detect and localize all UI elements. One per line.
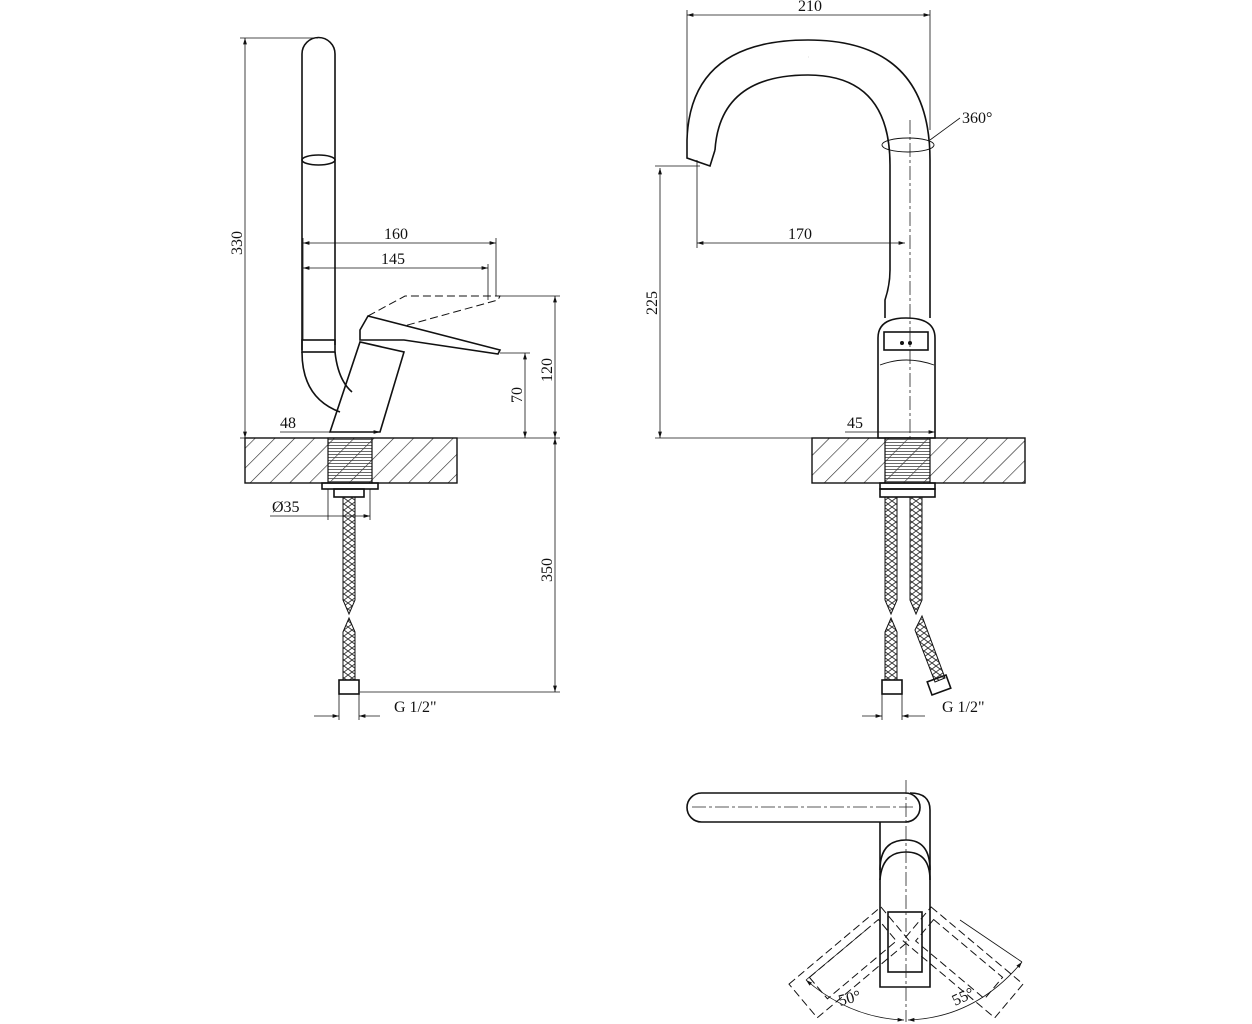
label-145: 145 xyxy=(381,251,405,268)
label-g12-side: G 1/2" xyxy=(394,699,437,716)
label-330: 330 xyxy=(229,231,246,255)
spout-top xyxy=(686,792,921,823)
mount-thread xyxy=(884,437,931,484)
label-160: 160 xyxy=(384,226,408,243)
side-view: 330 160 145 120 70 48 Ø35 350 G 1/2" xyxy=(229,36,560,720)
hose-hot xyxy=(909,496,923,616)
rotation-arrow xyxy=(881,137,935,153)
lever-top xyxy=(887,911,923,973)
hose-cold xyxy=(884,496,898,616)
spout-tube xyxy=(301,36,336,350)
hose-lower xyxy=(342,616,356,681)
mount-thread xyxy=(327,437,373,484)
label-g12-front: G 1/2" xyxy=(942,699,985,716)
front-view: 360° 210 170 225 45 G 1/2" xyxy=(644,0,1026,720)
hose-upper xyxy=(342,496,356,616)
gooseneck-spout xyxy=(686,39,931,318)
angle-arc-right xyxy=(907,961,1023,1022)
mount-nut xyxy=(321,482,379,490)
body xyxy=(328,341,406,433)
spout-base xyxy=(301,351,353,413)
hose-fitting xyxy=(333,488,365,498)
label-210: 210 xyxy=(798,0,822,15)
label-50: 50° xyxy=(837,988,863,1010)
label-35: Ø35 xyxy=(272,499,300,516)
label-45: 45 xyxy=(847,415,863,432)
label-225: 225 xyxy=(644,291,661,315)
label-170: 170 xyxy=(788,226,812,243)
aerator-ring xyxy=(301,154,336,166)
label-360: 360° xyxy=(962,110,992,127)
hose-nut xyxy=(338,679,360,695)
label-70: 70 xyxy=(509,387,526,403)
angle-arc-left xyxy=(805,979,905,1022)
label-120: 120 xyxy=(539,358,556,382)
cartridge xyxy=(879,839,931,871)
spout-collar xyxy=(301,339,336,353)
body xyxy=(877,317,936,439)
top-view: 50° 55° xyxy=(686,780,1024,1022)
label-48: 48 xyxy=(280,415,296,432)
body-outline xyxy=(879,792,931,988)
temperature-indicator xyxy=(883,331,929,351)
spout-tip xyxy=(686,140,716,168)
lever xyxy=(359,315,502,355)
label-350: 350 xyxy=(539,558,556,582)
